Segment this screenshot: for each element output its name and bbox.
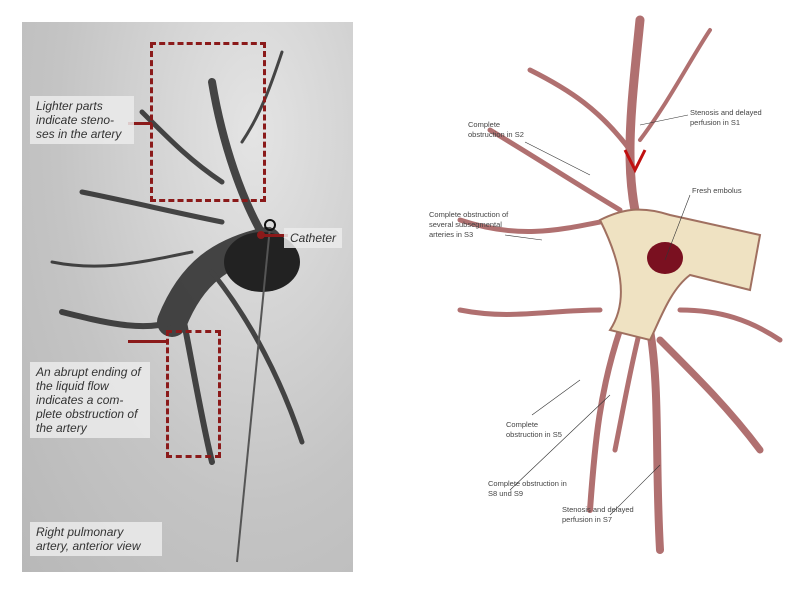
caption: Right pulmonary artery, anterior view <box>30 522 162 556</box>
annotation-fresh-embolus: Fresh embolus <box>692 186 742 195</box>
angiogram-image: Lighter parts indicate steno-ses in the … <box>22 22 353 572</box>
stenosis-region-box <box>150 42 266 202</box>
artery-shadow <box>50 50 305 563</box>
pointer-line <box>128 122 152 125</box>
catheter-label: Catheter <box>284 228 343 248</box>
obstruction-label: An abrupt ending of the liquid flow indi… <box>30 362 150 438</box>
annotation-s3: Complete obstruction of several subsegme… <box>429 210 509 239</box>
pointer-line <box>260 234 288 237</box>
catheter-marker <box>257 231 265 239</box>
annotation-s5: Complete obstruction in S5 <box>506 420 562 439</box>
pointer-line <box>128 340 168 343</box>
obstruction-region-box <box>166 330 221 458</box>
pulmonary-artery-illustration <box>457 15 783 554</box>
stenoses-label: Lighter parts indicate steno-ses in the … <box>30 96 134 144</box>
annotation-s1: Stenosis and delayed perfusion in S1 <box>690 108 762 127</box>
annotation-s2: Complete obstruction in S2 <box>468 120 524 139</box>
annotation-s7: Stenosis and delayed perfusion in S7 <box>562 505 634 524</box>
annotation-s8-s9: Complete obstruction in S8 und S9 <box>488 479 567 498</box>
